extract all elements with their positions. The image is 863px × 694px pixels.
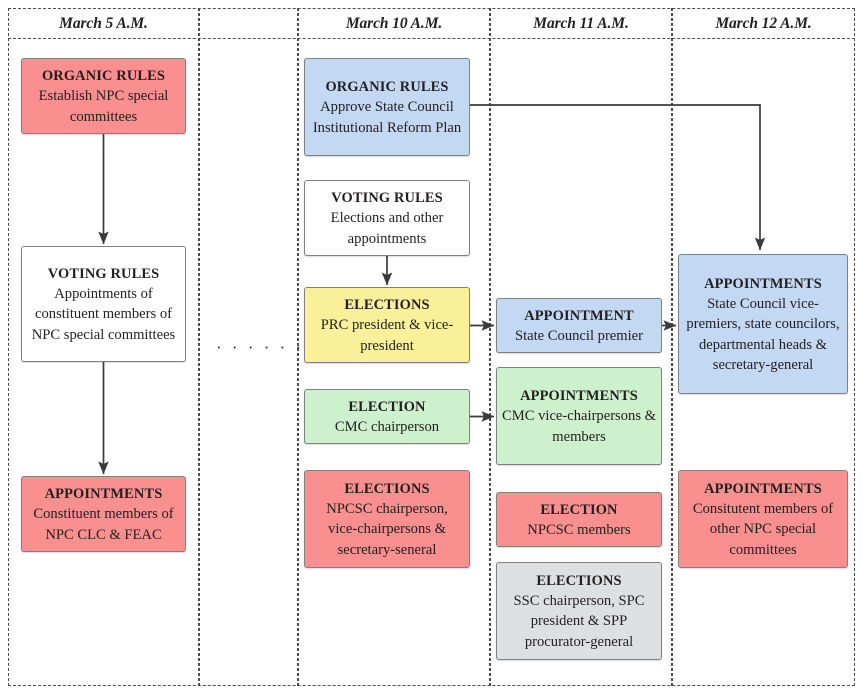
- node-voting-rules-mar5[interactable]: VOTING RULES Appointments of constituent…: [21, 246, 186, 362]
- lane-march-12: [672, 8, 855, 686]
- node-body: State Council vice-premiers, state counc…: [686, 295, 840, 374]
- lane-header-march-12: March 12 A.M.: [715, 15, 812, 32]
- node-organic-rules-mar5[interactable]: ORGANIC RULES Establish NPC special comm…: [21, 58, 186, 134]
- node-appointments-state-council-mar12[interactable]: APPOINTMENTS State Council vice-premiers…: [678, 254, 848, 394]
- node-title: APPOINTMENTS: [520, 388, 638, 404]
- lane-top-rule: [8, 8, 855, 9]
- node-title: APPOINTMENTS: [704, 480, 822, 497]
- lane-march-10: [298, 8, 490, 686]
- node-organic-rules-mar10[interactable]: ORGANIC RULES Approve State Council Inst…: [304, 58, 470, 156]
- node-body: State Council premier: [514, 327, 644, 344]
- node-body: Constituent members of NPC CLC & FEAC: [33, 506, 174, 543]
- node-voting-rules-mar10[interactable]: VOTING RULES Elections and other appoint…: [304, 180, 470, 256]
- node-elections-judiciary-mar11[interactable]: ELECTIONS SSC chairperson, SPC president…: [496, 562, 662, 660]
- node-title: ELECTIONS: [536, 572, 622, 589]
- node-title: ORGANIC RULES: [41, 68, 166, 84]
- node-election-cmc-chairperson-mar10[interactable]: ELECTION CMC chairperson: [304, 389, 470, 444]
- node-body: Appointments of constituent members of N…: [31, 285, 176, 343]
- node-body: Elections and other appointments: [330, 210, 444, 247]
- node-elections-npcsc-mar10[interactable]: ELECTIONS NPCSC chairperson, vice-chairp…: [304, 470, 470, 568]
- lane-header-march-10: March 10 A.M.: [345, 15, 443, 32]
- node-title: ELECTIONS: [344, 480, 430, 497]
- lane-header-march-5: March 5 A.M.: [59, 15, 148, 32]
- node-body: NPCSC members: [527, 521, 631, 538]
- node-appointment-premier-mar11[interactable]: APPOINTMENT State Council premier: [496, 298, 662, 353]
- lane-march-11: [490, 8, 672, 686]
- node-title: APPOINTMENTS: [44, 486, 163, 502]
- node-title: APPOINTMENT: [524, 307, 634, 324]
- node-body: Approve State Council Institutional Refo…: [312, 99, 462, 136]
- lane-gap: [199, 8, 298, 686]
- node-title: VOTING RULES: [331, 190, 443, 206]
- timeline-gap-ellipsis: · · · · · ·: [216, 338, 305, 357]
- node-title: ELECTION: [540, 501, 618, 518]
- node-body: CMC chairperson: [334, 418, 440, 435]
- node-body: PRC president & vice-president: [320, 317, 454, 354]
- node-appointments-cmc-mar11[interactable]: APPOINTMENTS CMC vice-chairpersons & mem…: [496, 367, 662, 465]
- node-title: ORGANIC RULES: [325, 79, 449, 95]
- node-title: ELECTION: [348, 398, 426, 415]
- node-title: APPOINTMENTS: [704, 275, 822, 292]
- node-election-npcsc-members-mar11[interactable]: ELECTION NPCSC members: [496, 492, 662, 547]
- lane-header-rule: [8, 38, 855, 39]
- node-body: Establish NPC special committees: [38, 88, 169, 125]
- node-body: Consitutent members of other NPC special…: [692, 500, 834, 558]
- node-body: SSC chairperson, SPC president & SPP pro…: [513, 592, 645, 650]
- node-appointments-other-committees-mar12[interactable]: APPOINTMENTS Consitutent members of othe…: [678, 470, 848, 568]
- node-body: NPCSC chairperson, vice-chairpersons & s…: [326, 500, 448, 558]
- lane-bottom-rule: [8, 685, 855, 686]
- lane-header-march-11: March 11 A.M.: [533, 15, 629, 32]
- node-body: CMC vice-chairpersons & members: [502, 408, 657, 445]
- lane-march-5: [8, 8, 199, 686]
- node-appointments-mar5[interactable]: APPOINTMENTS Constituent members of NPC …: [21, 476, 186, 552]
- node-title: ELECTIONS: [344, 297, 430, 313]
- node-elections-president-mar10[interactable]: ELECTIONS PRC president & vice-president: [304, 287, 470, 363]
- node-title: VOTING RULES: [47, 265, 160, 282]
